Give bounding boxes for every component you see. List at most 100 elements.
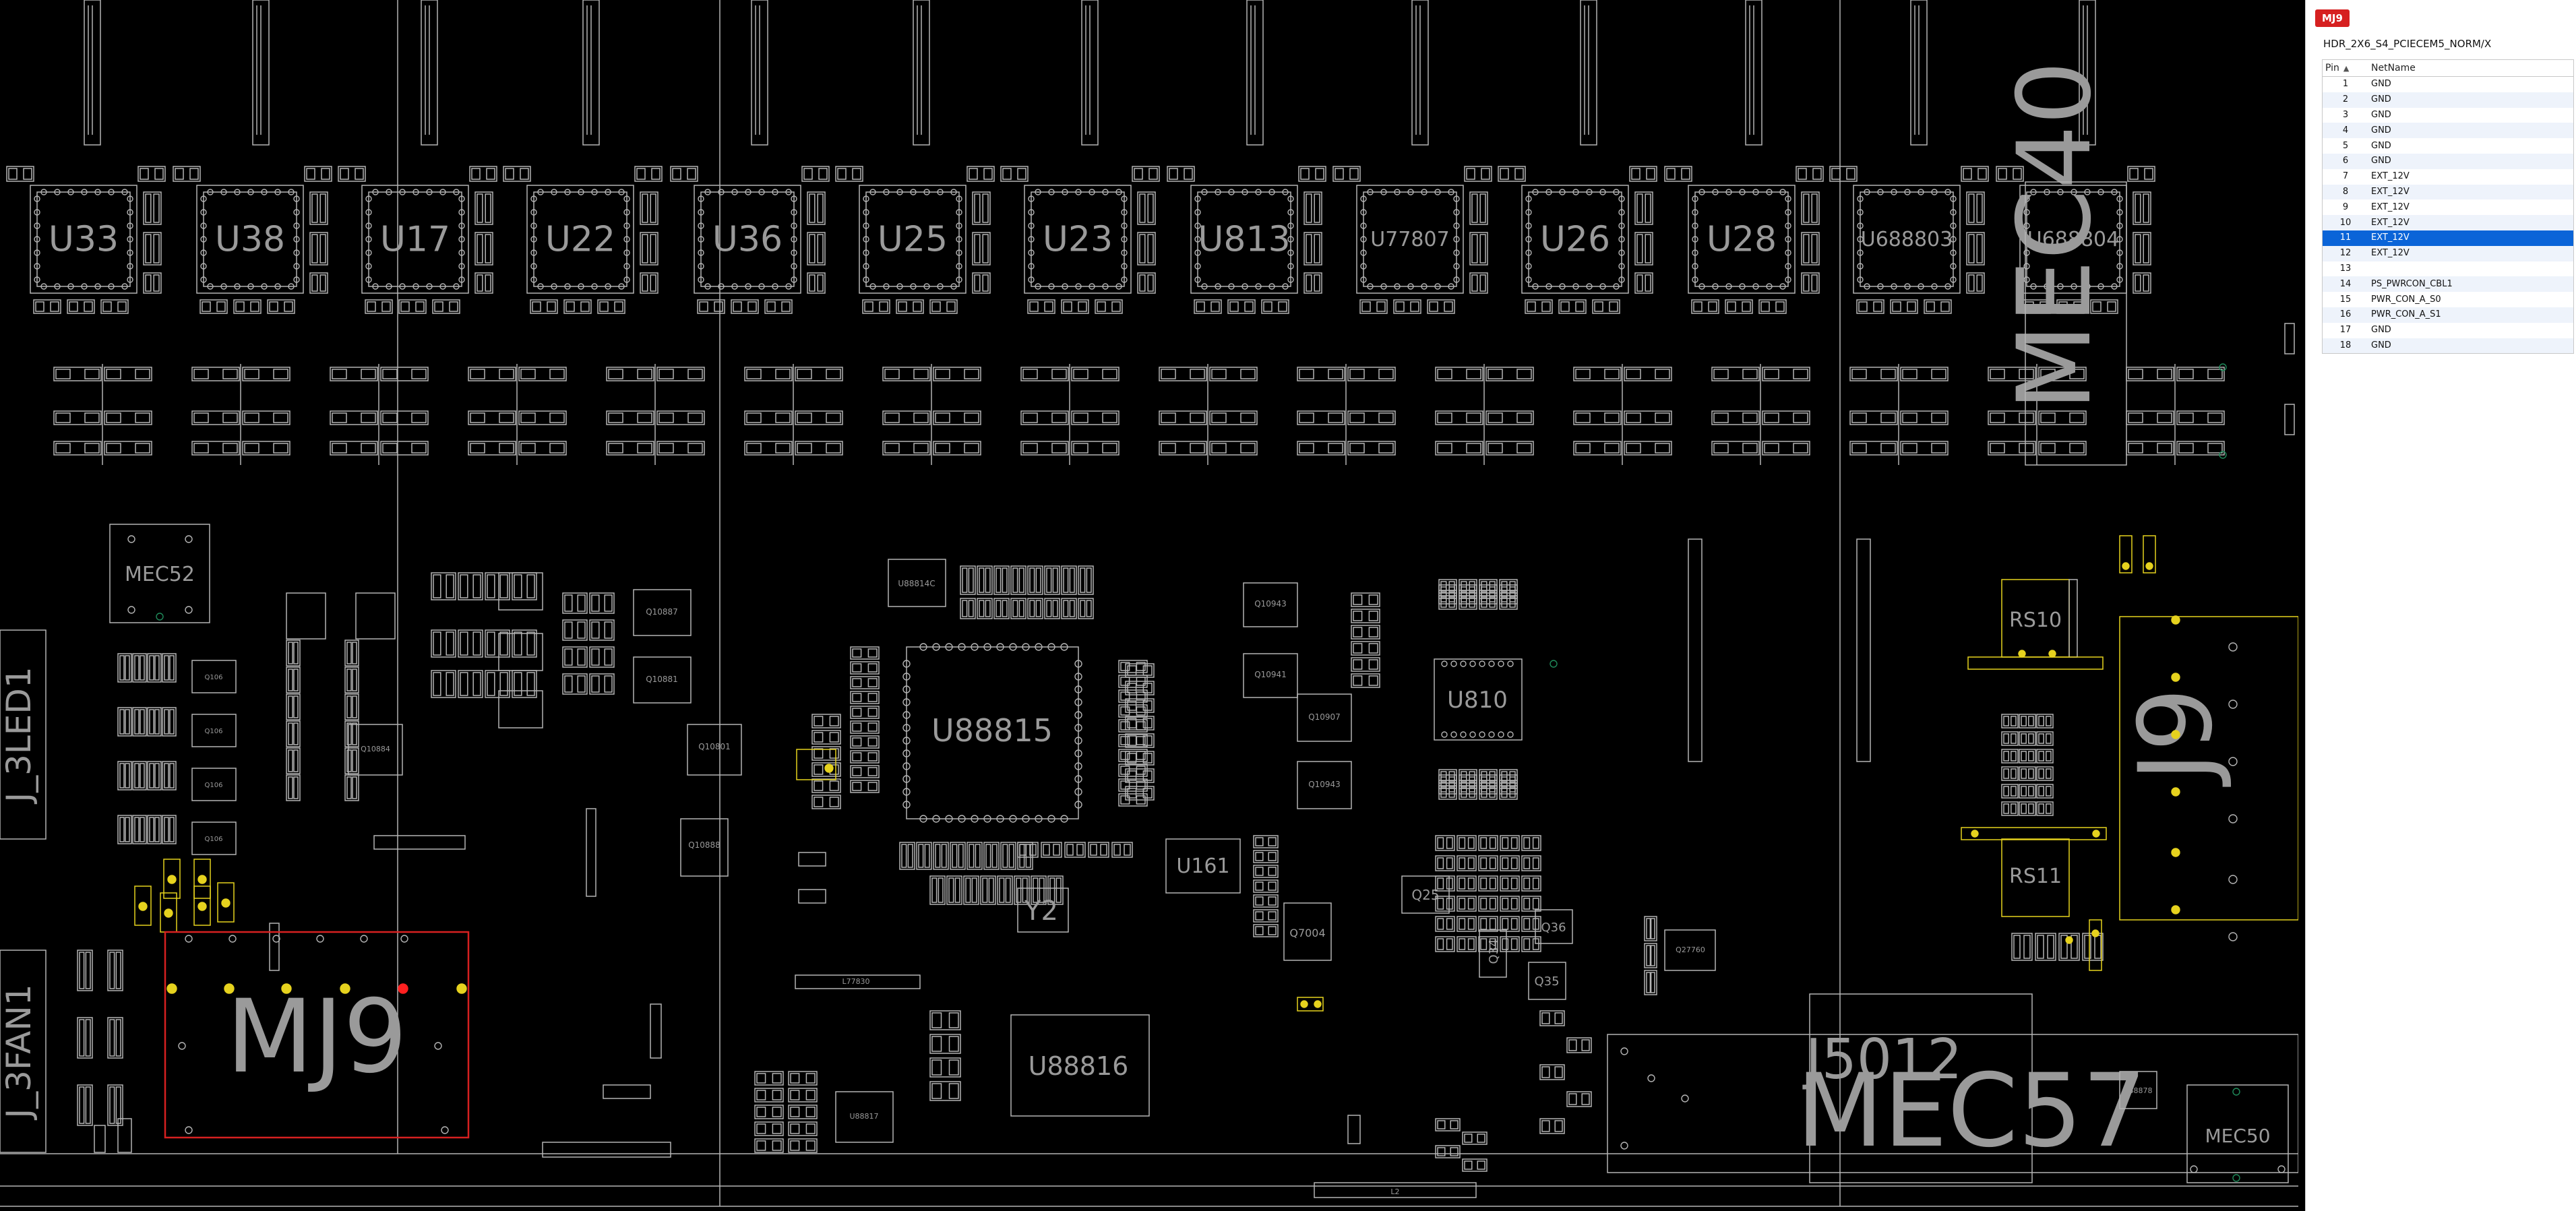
passive-outline[interactable] (1762, 441, 1810, 456)
passive-outline[interactable] (1464, 166, 1492, 182)
passive-outline[interactable] (1996, 166, 2024, 182)
passive-outline[interactable] (330, 367, 378, 381)
passive-outline[interactable] (563, 299, 592, 314)
passive-outline[interactable] (474, 272, 493, 294)
passive-outline[interactable] (365, 299, 393, 314)
passive-outline[interactable] (788, 1105, 818, 1119)
passive-outline[interactable] (1691, 299, 1719, 314)
passive-outline[interactable] (117, 653, 132, 683)
passive-outline[interactable] (1573, 441, 1622, 456)
resistor-strip[interactable] (2079, 0, 2096, 146)
passive-outline[interactable] (850, 706, 880, 719)
resistor-strip[interactable] (1688, 538, 1703, 762)
resistor-strip[interactable] (650, 1003, 662, 1059)
passive-outline[interactable] (147, 761, 162, 790)
passive-outline[interactable] (1064, 842, 1086, 858)
passive-outline[interactable] (117, 707, 132, 737)
u161-outline[interactable] (1165, 838, 1241, 894)
passive-outline[interactable] (1566, 1091, 1592, 1107)
passive-outline[interactable] (807, 191, 826, 225)
passive-outline[interactable] (1118, 719, 1148, 733)
passive-outline[interactable] (1137, 191, 1156, 225)
passive-outline[interactable] (589, 619, 615, 641)
passive-outline[interactable] (2176, 410, 2225, 425)
passive-outline[interactable] (137, 166, 166, 182)
u88814-outline[interactable] (888, 559, 946, 607)
passive-outline[interactable] (286, 720, 301, 747)
resistor-strip[interactable] (421, 0, 438, 146)
passive-outline[interactable] (1435, 410, 1483, 425)
passive-outline[interactable] (2001, 731, 2019, 746)
resistor-strip[interactable] (1411, 0, 1429, 146)
passive-outline[interactable] (1456, 916, 1477, 932)
passive-outline[interactable] (1227, 299, 1256, 314)
passive-outline[interactable] (2036, 714, 2054, 728)
passive-outline[interactable] (977, 598, 993, 619)
passive-outline[interactable] (1118, 778, 1148, 792)
passive-outline[interactable] (1521, 855, 1541, 871)
passive-outline[interactable] (77, 1017, 93, 1059)
passive-outline[interactable] (1521, 936, 1541, 952)
passive-outline[interactable] (1900, 410, 1949, 425)
passive-outline[interactable] (811, 746, 841, 761)
passive-outline[interactable] (562, 619, 588, 641)
passive-outline[interactable] (469, 166, 497, 182)
mosfet-outline[interactable] (498, 690, 543, 728)
mosfet-outline[interactable] (498, 633, 543, 671)
chip-u36[interactable] (694, 185, 801, 294)
passive-outline[interactable] (788, 1121, 818, 1136)
passive-outline[interactable] (1634, 272, 1653, 294)
passive-outline[interactable] (972, 191, 991, 225)
component-badge[interactable]: MJ9 (2315, 9, 2350, 27)
passive-outline[interactable] (811, 778, 841, 793)
passive-outline[interactable] (1525, 299, 1553, 314)
mosfet-outline[interactable] (191, 821, 237, 855)
u88815-outline[interactable] (906, 646, 1079, 819)
passive-outline[interactable] (233, 299, 262, 314)
resistor-strip[interactable] (751, 0, 768, 146)
passive-outline[interactable] (2019, 749, 2036, 764)
passive-outline[interactable] (2036, 801, 2054, 816)
passive-outline[interactable] (963, 875, 979, 905)
passive-outline[interactable] (972, 272, 991, 294)
chip-u33[interactable] (30, 185, 137, 294)
passive-outline[interactable] (656, 367, 705, 381)
passive-outline[interactable] (731, 299, 759, 314)
passive-outline[interactable] (242, 367, 290, 381)
passive-outline[interactable] (1209, 441, 1258, 456)
passive-outline[interactable] (309, 191, 328, 225)
passive-outline[interactable] (2127, 166, 2155, 182)
passive-outline[interactable] (1456, 875, 1477, 892)
passive-outline[interactable] (1961, 166, 1989, 182)
resistor-strip[interactable] (1081, 0, 1099, 146)
passive-outline[interactable] (1485, 441, 1534, 456)
passive-outline[interactable] (1125, 786, 1155, 801)
passive-outline[interactable] (1629, 166, 1657, 182)
pin-column-header[interactable]: Pin▲ (2322, 59, 2368, 77)
passive-outline[interactable] (2176, 441, 2225, 456)
passive-outline[interactable] (1966, 191, 1985, 225)
passive-outline[interactable] (946, 875, 962, 905)
passive-outline[interactable] (993, 598, 1010, 619)
passive-outline[interactable] (286, 774, 301, 801)
passive-outline[interactable] (2038, 441, 2087, 456)
passive-outline[interactable] (754, 1105, 784, 1119)
passive-outline[interactable] (1125, 716, 1155, 731)
passive-outline[interactable] (850, 720, 880, 734)
passive-outline[interactable] (1253, 924, 1279, 937)
passive-outline[interactable] (1044, 598, 1060, 619)
passive-outline[interactable] (1017, 842, 1039, 858)
passive-outline[interactable] (1801, 232, 1820, 266)
passive-outline[interactable] (107, 1017, 123, 1059)
passive-outline[interactable] (788, 1071, 818, 1086)
mec52-outline[interactable] (109, 524, 210, 623)
passive-outline[interactable] (1966, 272, 1985, 294)
passive-outline[interactable] (1856, 299, 1884, 314)
chip-u26[interactable] (1521, 185, 1629, 294)
